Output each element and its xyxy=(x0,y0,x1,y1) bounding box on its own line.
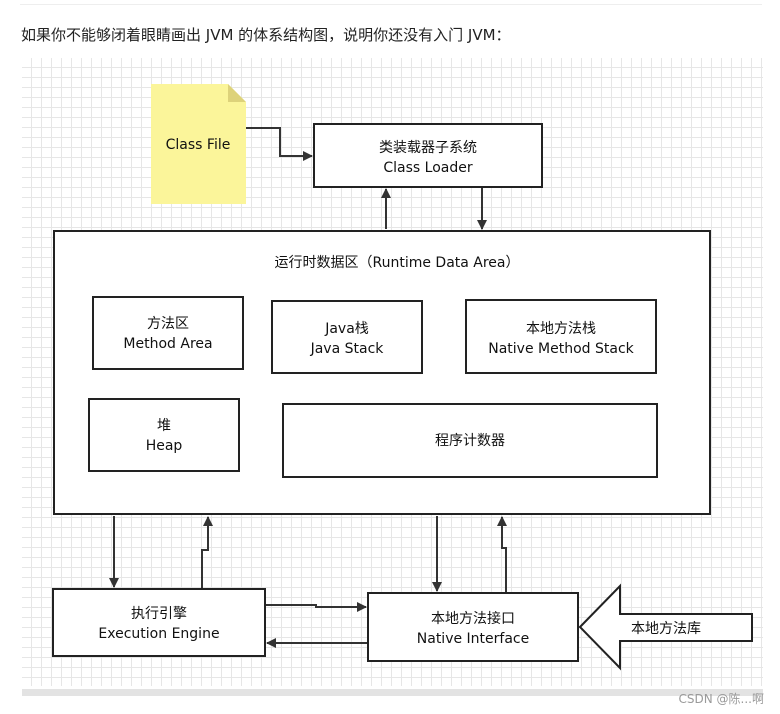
method-area-box: 方法区 Method Area xyxy=(92,296,244,370)
arrow-engine-to-native-interface xyxy=(266,602,367,612)
java-stack-label-en: Java Stack xyxy=(310,341,385,357)
native-method-stack-box: 本地方法栈 Native Method Stack xyxy=(465,299,657,374)
heap-label-en: Heap xyxy=(146,438,183,454)
method-area-label-cn: 方法区 xyxy=(147,316,189,332)
arrow-engine-to-runtime xyxy=(201,516,213,588)
runtime-data-area-title: 运行时数据区（Runtime Data Area） xyxy=(274,255,519,271)
class-file-label: Class File xyxy=(166,137,231,153)
native-interface-label-en: Native Interface xyxy=(417,631,529,647)
native-library-label: 本地方法库 xyxy=(631,621,701,637)
native-interface-label-cn: 本地方法接口 xyxy=(431,610,515,627)
native-library-block-arrow: 本地方法库 xyxy=(578,583,753,671)
program-counter-box: 程序计数器 xyxy=(282,403,658,478)
bottom-band xyxy=(22,689,763,696)
connectors xyxy=(109,127,507,648)
execution-engine-box: 执行引擎 Execution Engine xyxy=(52,588,266,657)
native-method-stack-label-en: Native Method Stack xyxy=(488,341,634,357)
csdn-watermark: CSDN @陈...啊 xyxy=(678,692,764,706)
native-method-stack-label-cn: 本地方法栈 xyxy=(526,321,596,337)
native-interface-box: 本地方法接口 Native Interface xyxy=(367,592,579,662)
class-loader-box: 类装载器子系统 Class Loader xyxy=(313,123,543,188)
execution-engine-label-en: Execution Engine xyxy=(98,626,219,642)
heap-label-cn: 堆 xyxy=(157,418,171,434)
arrow-classfile-to-loader xyxy=(246,127,313,161)
arrow-native-interface-to-runtime xyxy=(497,516,507,592)
intro-text: 如果你不能够闭着眼睛画出 JVM 的体系结构图，说明你还没有入门 JVM： xyxy=(21,26,511,44)
program-counter-label: 程序计数器 xyxy=(435,433,505,449)
class-loader-label-cn: 类装载器子系统 xyxy=(379,140,477,156)
top-divider xyxy=(20,4,762,5)
java-stack-box: Java栈 Java Stack xyxy=(271,300,423,374)
method-area-label-en: Method Area xyxy=(123,336,212,352)
class-file-note: Class File xyxy=(151,84,246,204)
execution-engine-label-cn: 执行引擎 xyxy=(131,606,187,622)
class-loader-label-en: Class Loader xyxy=(383,160,472,176)
heap-box: 堆 Heap xyxy=(88,398,240,472)
java-stack-label-cn: Java栈 xyxy=(324,321,369,337)
